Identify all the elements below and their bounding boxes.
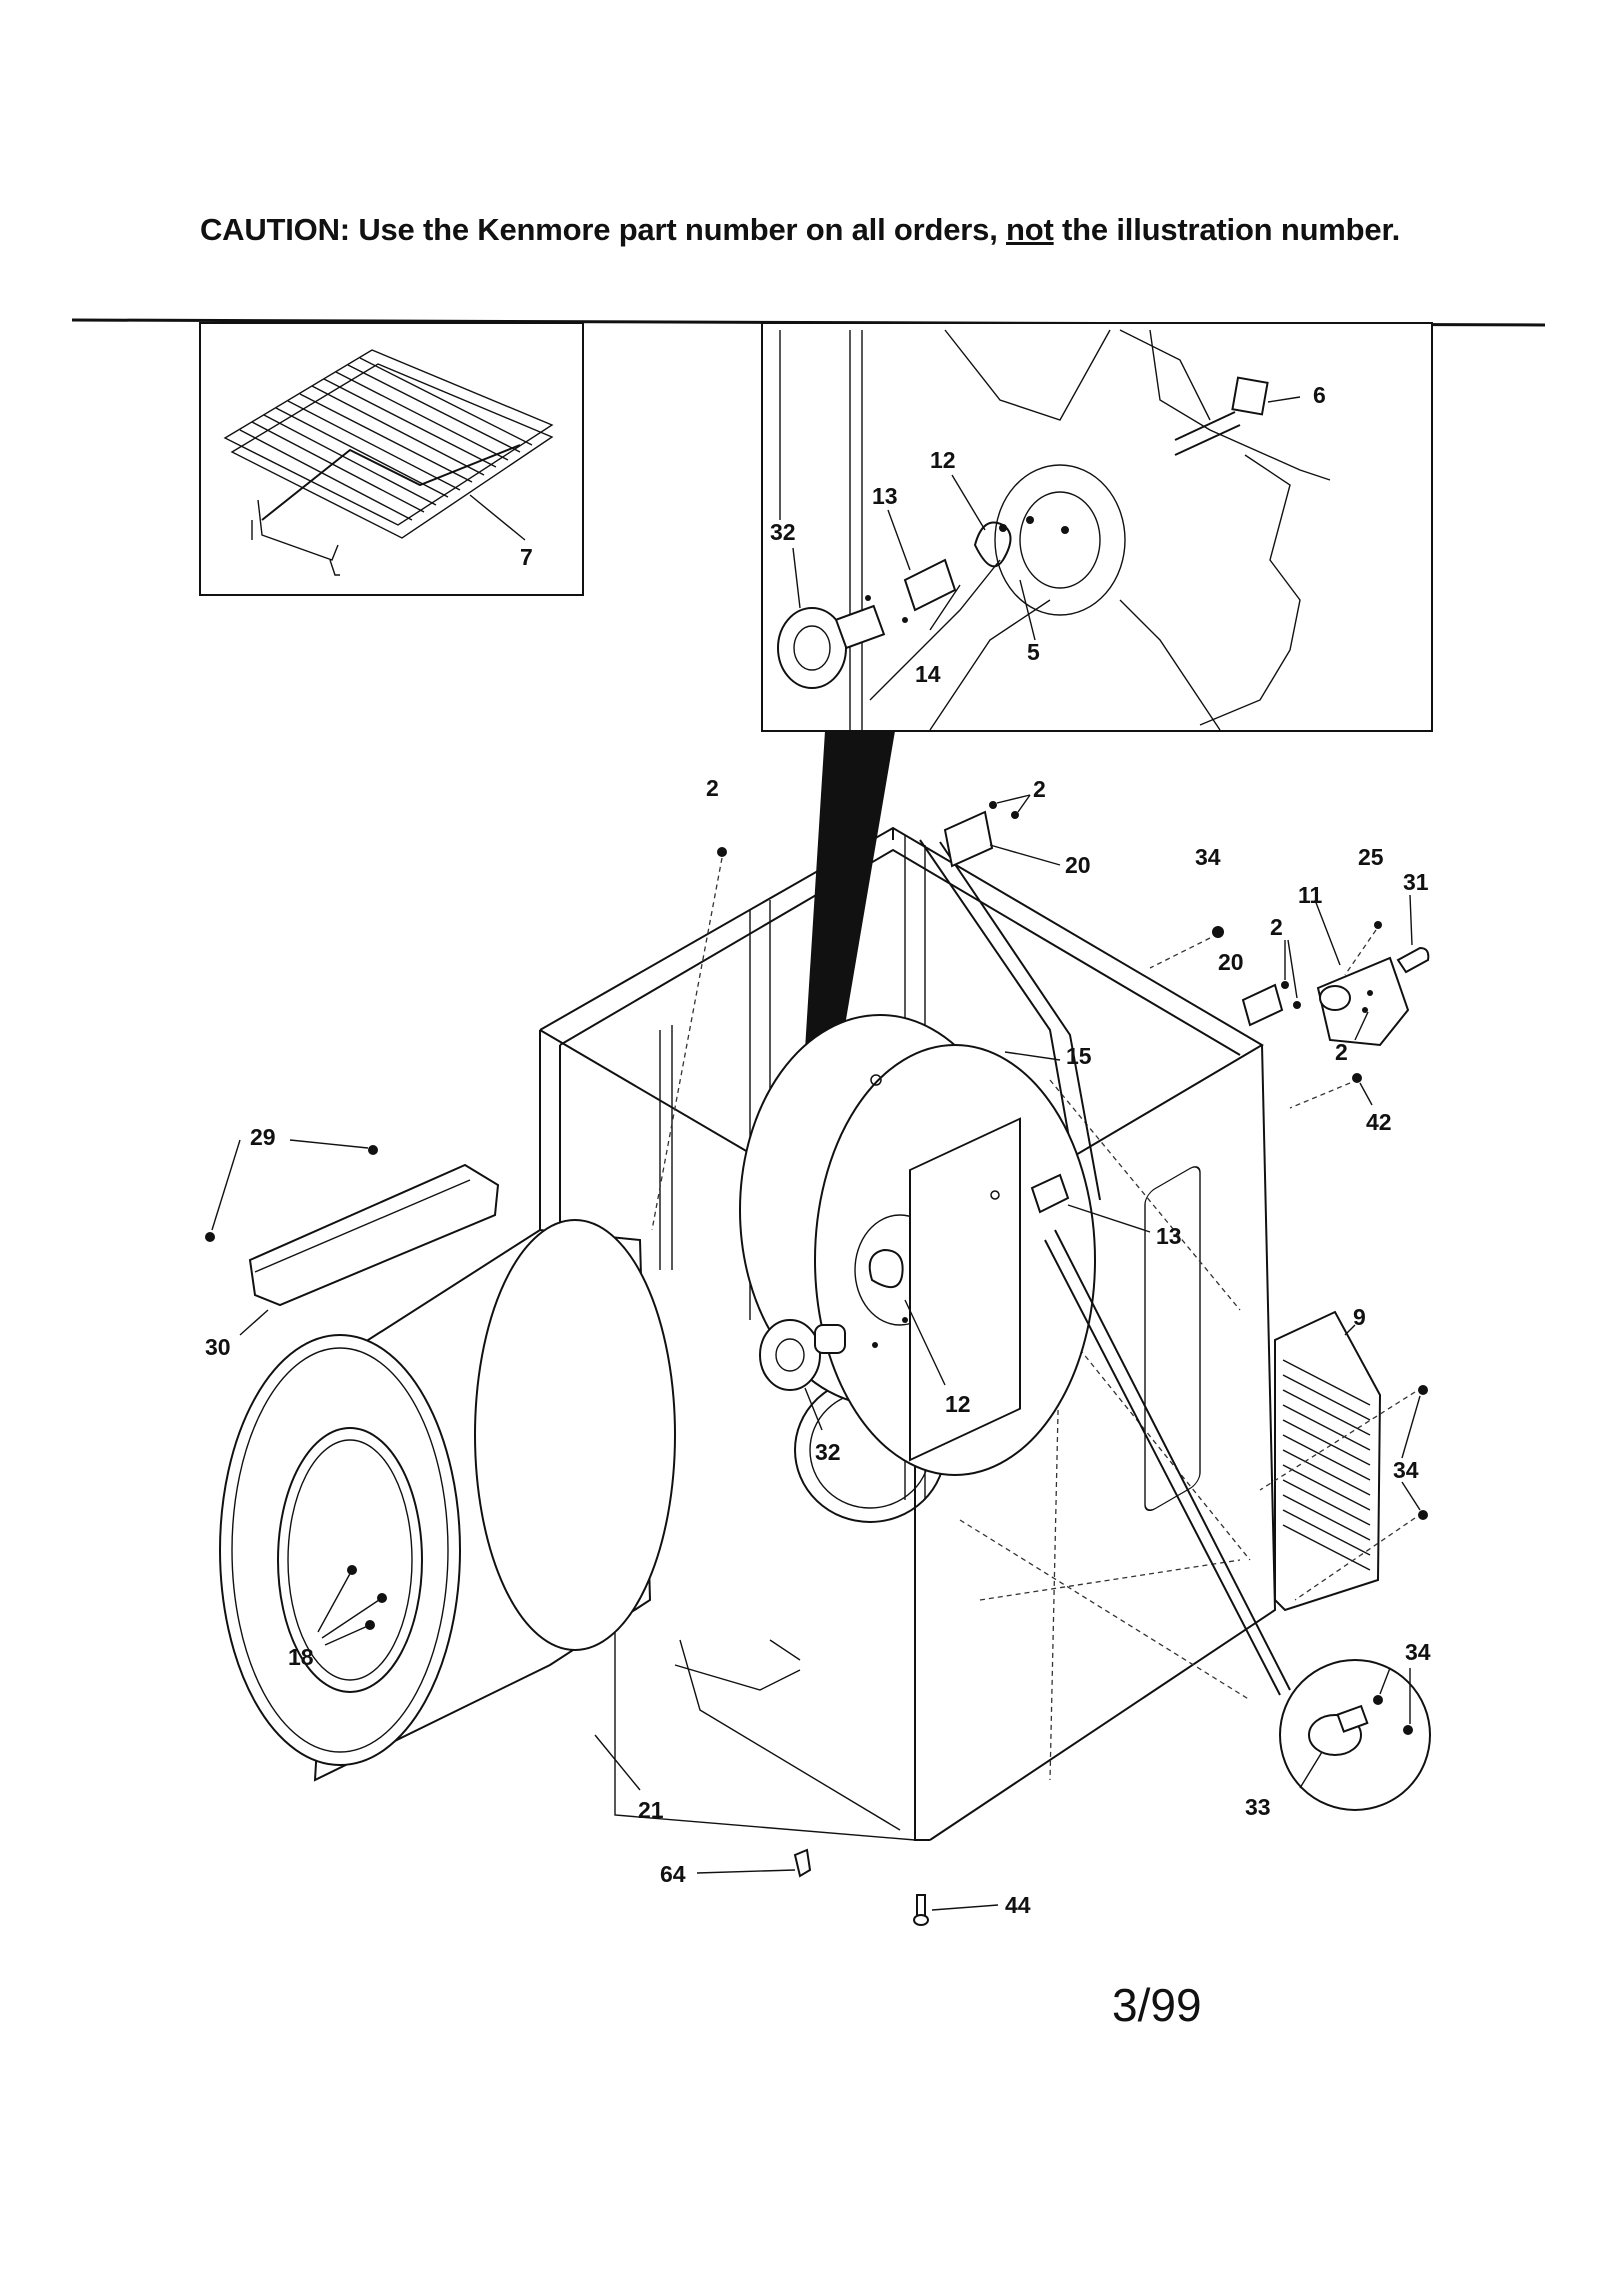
caution-underlined-word: not (1006, 212, 1054, 247)
callout-25: 25 (1358, 844, 1384, 870)
callout-42: 42 (1366, 1109, 1392, 1135)
callout-29: 29 (250, 1124, 276, 1150)
callout-34-thermostat: 34 (1405, 1639, 1431, 1665)
callout-18: 18 (288, 1644, 314, 1670)
exhaust-duct: 29 30 (205, 1124, 500, 1360)
callout-2-lower: 2 (1335, 1039, 1348, 1065)
caution-tail: the illustration number. (1053, 212, 1401, 247)
caution-lead: CAUTION: Use the Kenmore part number on … (199, 212, 1007, 247)
callout-64: 64 (660, 1861, 686, 1887)
base-hardware: 64 44 (660, 1848, 1031, 1926)
callout-2-top: 2 (706, 775, 719, 801)
callout-34-panel: 34 (1393, 1457, 1419, 1483)
callout-5-inset: 5 (1027, 639, 1040, 665)
callout-21: 21 (638, 1797, 664, 1823)
callout-14-inset: 14 (915, 661, 941, 687)
rack-wires (239, 357, 533, 521)
date-code: 3/99 (1112, 1979, 1202, 2031)
callout-31: 31 (1403, 869, 1429, 895)
callout-2-bracket: 2 (1033, 776, 1046, 802)
rack-inset: 7 (199, 322, 584, 596)
callout-30: 30 (205, 1334, 231, 1360)
top-hardware: 2 20 2 34 20 2 11 25 31 2 (651, 775, 1430, 1231)
callout-12: 12 (945, 1391, 971, 1417)
callout-13: 13 (1156, 1223, 1182, 1249)
thermostat-detail: 34 33 (1044, 1229, 1431, 1820)
caution-notice: CAUTION: Use the Kenmore part number on … (0, 212, 1600, 248)
callout-20-right: 20 (1218, 949, 1244, 975)
callout-6-inset: 6 (1313, 382, 1326, 408)
bearing-detail-inset: 6 32 13 12 14 5 (761, 322, 1433, 732)
callout-34-top: 34 (1195, 844, 1221, 870)
callout-33: 33 (1245, 1794, 1271, 1820)
callout-20-left: 20 (1065, 852, 1091, 878)
callout-44: 44 (1005, 1892, 1031, 1918)
callout-7: 7 (520, 544, 533, 570)
callout-9: 9 (1353, 1304, 1366, 1330)
callout-12-inset: 12 (930, 447, 956, 473)
drum: 18 21 (219, 1219, 676, 1823)
callout-15: 15 (1066, 1043, 1092, 1069)
callout-32-inset: 32 (770, 519, 796, 545)
access-panel: 9 34 (1259, 1304, 1428, 1612)
rear-bulkhead: 12 32 13 (739, 1014, 1182, 1476)
callout-2-right: 2 (1270, 914, 1283, 940)
callout-32: 32 (815, 1439, 841, 1465)
callout-13-inset: 13 (872, 483, 898, 509)
callout-11: 11 (1298, 882, 1323, 908)
